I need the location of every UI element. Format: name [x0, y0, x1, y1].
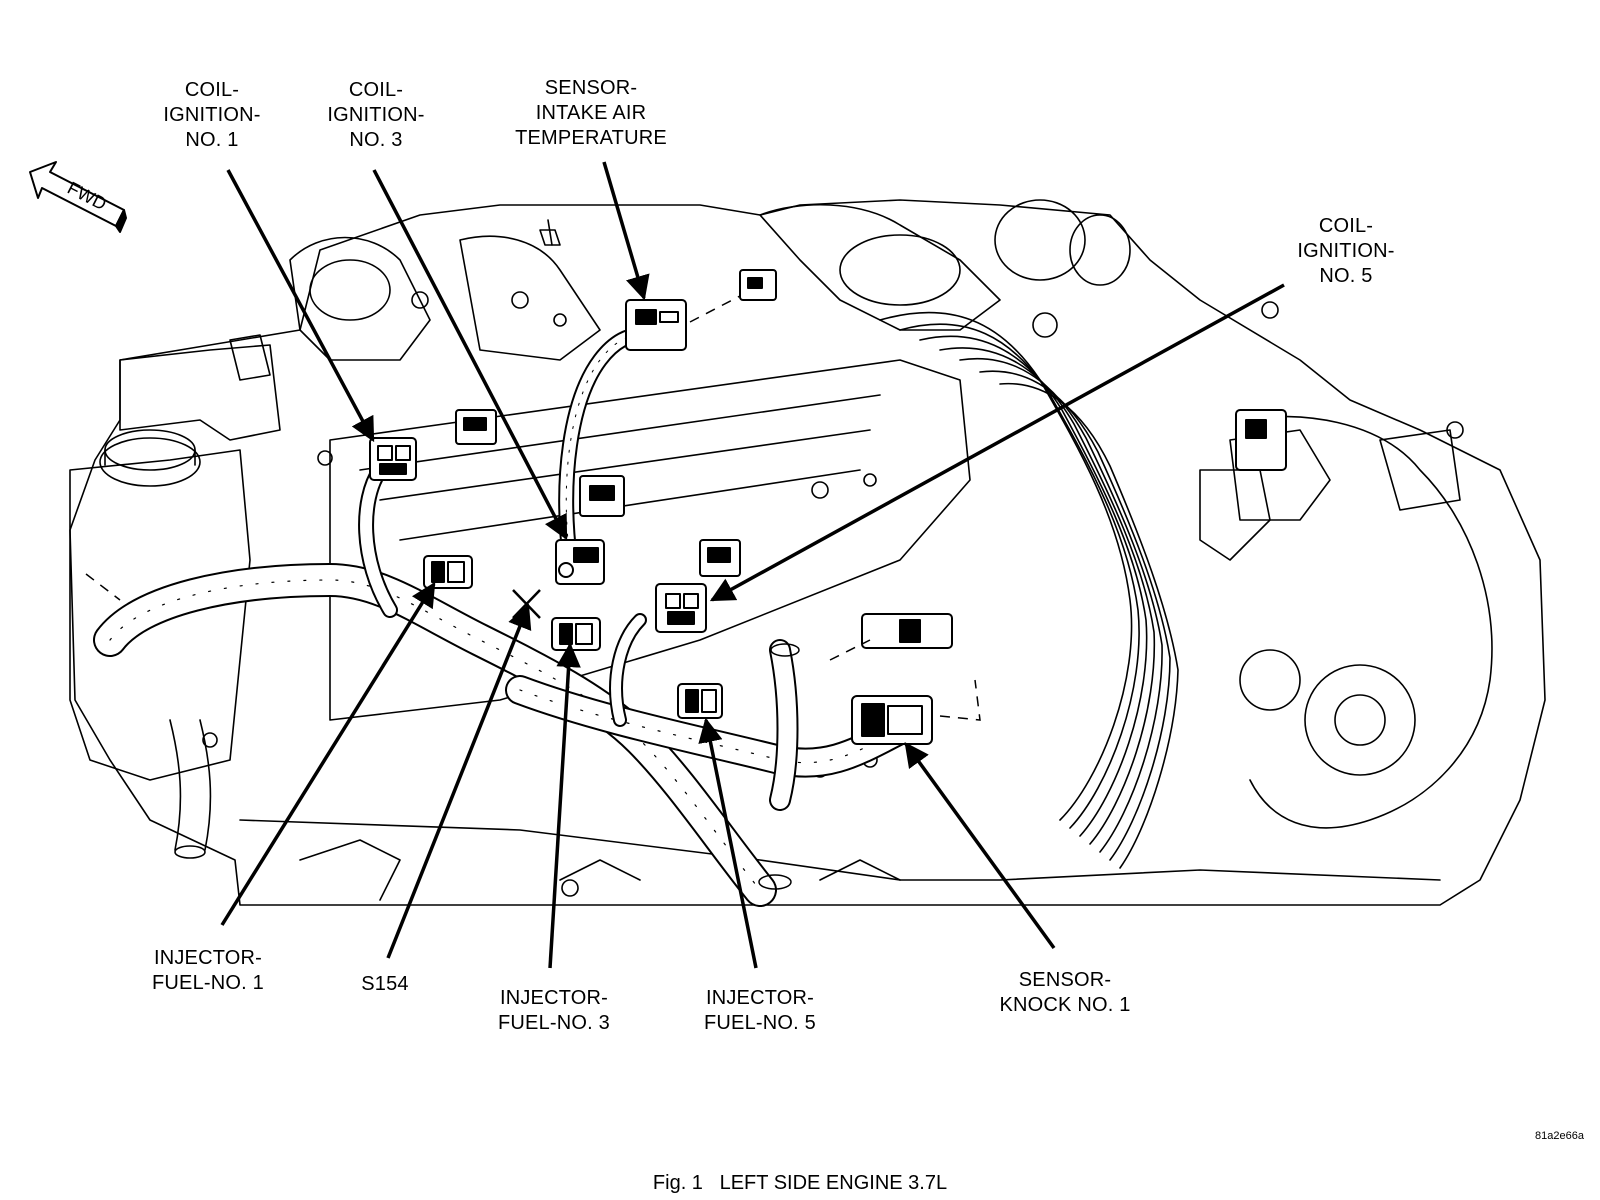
injector-no1-connector: [423, 555, 473, 589]
leader-sensor-iat: [602, 161, 650, 301]
label-coil-ignition-no5: COIL- IGNITION- NO. 5: [1297, 215, 1395, 287]
leader-s154: [386, 603, 532, 959]
harness-iat-branch: [558, 327, 648, 568]
label-s154: S154: [361, 973, 409, 995]
label-sensor-knock-no1: SENSOR- KNOCK NO. 1: [999, 969, 1131, 1016]
label-coil-ignition-no1: COIL- IGNITION- NO. 1: [163, 79, 261, 151]
leader-coil-no1: [226, 169, 375, 443]
coil-no3-connector: [555, 539, 605, 585]
pulley-outline: [1304, 664, 1416, 776]
leader-coil-no3: [372, 169, 568, 541]
label-sensor-intake-air-temperature: SENSOR- INTAKE AIR TEMPERATURE: [515, 77, 667, 149]
label-coil-ignition-no3: COIL- IGNITION- NO. 3: [327, 79, 425, 151]
injector-no3-connector: [551, 617, 601, 651]
coil-no1-connector: [369, 437, 417, 481]
leader-injector-no5: [698, 717, 758, 969]
reservoir-cap: [99, 437, 201, 487]
label-injector-fuel-no3: INJECTOR- FUEL-NO. 3: [497, 987, 611, 1034]
knock-sensor-connector: [851, 613, 953, 745]
engine-outline: [69, 199, 1546, 906]
label-injector-fuel-no5: INJECTOR- FUEL-NO. 5: [703, 987, 817, 1034]
leader-injector-no3: [548, 642, 581, 969]
leader-sensor-knock: [904, 742, 1056, 950]
iat-sensor-connector: [625, 269, 777, 351]
leader-injector-no1: [220, 581, 436, 926]
reference-code: 81a2e66a: [1535, 1130, 1584, 1142]
injector-no5-connector: [677, 683, 723, 719]
forward-direction-arrow: FWD: [29, 161, 127, 233]
figure-caption: Fig. 1 LEFT SIDE ENGINE 3.7L: [652, 1172, 948, 1194]
label-injector-fuel-no1: INJECTOR- FUEL-NO. 1: [151, 947, 265, 994]
coil-no5-connector: [655, 583, 707, 633]
leader-coil-no5: [709, 283, 1285, 602]
